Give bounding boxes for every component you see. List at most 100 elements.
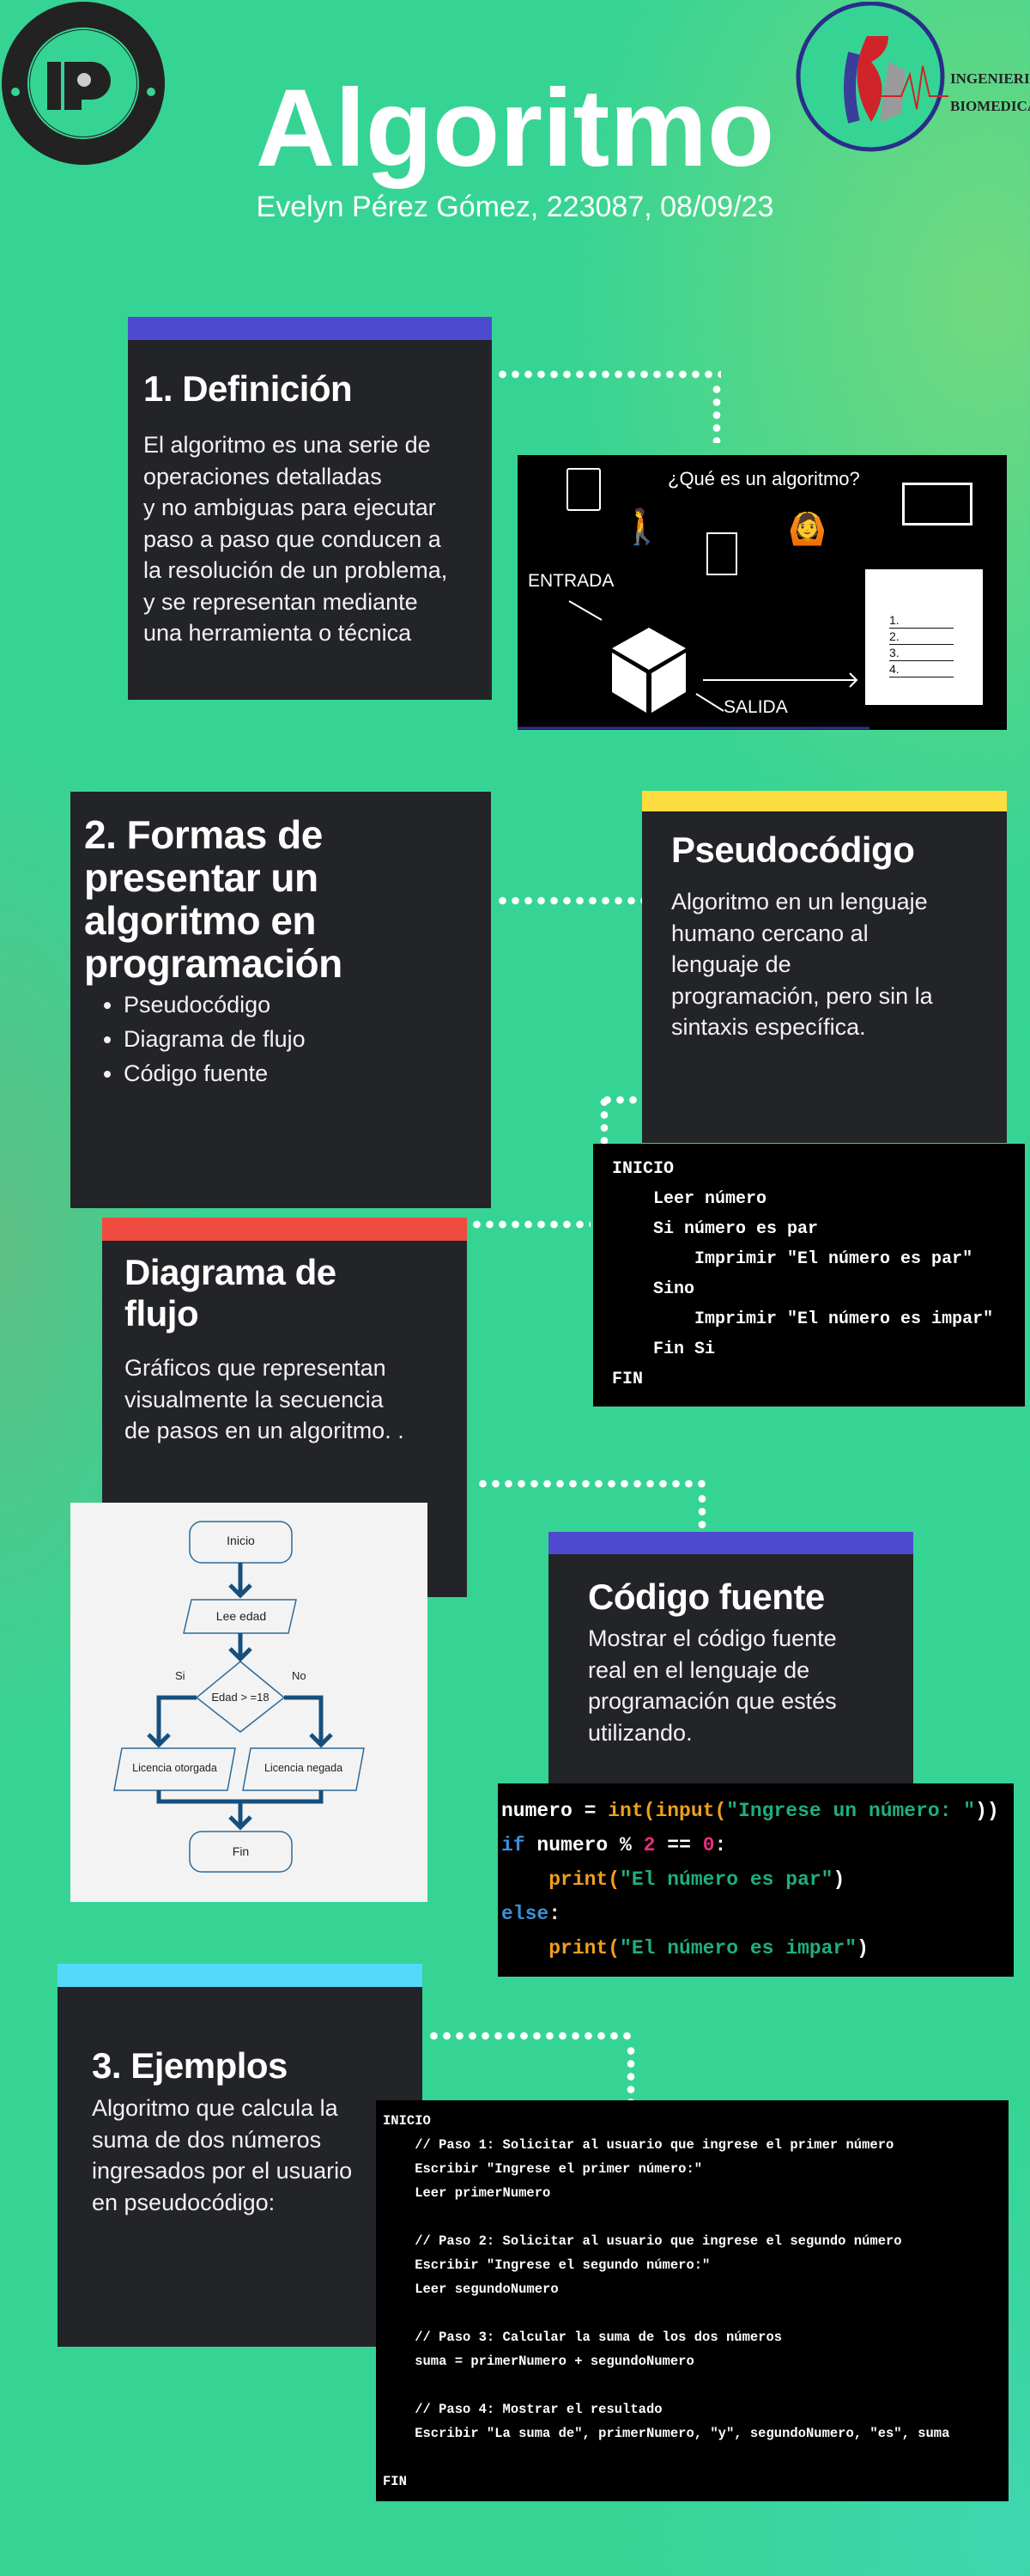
list-item: Código fuente — [124, 1056, 306, 1091]
examples-text: Algoritmo que calcula la suma de dos núm… — [92, 2093, 352, 2218]
forms-title: 2. Formas de presentar un algoritmo en p… — [84, 813, 342, 985]
text-line: y no ambiguas para ejecutar — [143, 495, 436, 520]
list-item: Pseudocódigo — [124, 987, 306, 1022]
sum-pseudocode-example: INICIO // Paso 1: Solicitar al usuario q… — [376, 2100, 1009, 2501]
code-line: INICIO — [383, 2113, 431, 2129]
monitor-icon — [902, 483, 972, 526]
text-line: paso a paso que conducen a — [143, 526, 441, 552]
pseudocode-card: Pseudocódigo Algoritmo en un lenguaje hu… — [642, 791, 1007, 1143]
exercise-icon: 🙆 — [788, 511, 827, 546]
code-line: if numero % 2 == 0: — [501, 1828, 1014, 1862]
source-code-title: Código fuente — [588, 1577, 825, 1617]
connector-dots — [427, 2032, 635, 2040]
code-token: "Ingrese un número: " — [726, 1800, 976, 1822]
card-accent-bar — [642, 791, 1007, 811]
page-subtitle: Evelyn Pérez Gómez, 223087, 08/09/23 — [256, 191, 774, 223]
code-line — [383, 2301, 1009, 2325]
document-icon — [706, 532, 737, 575]
process-cube-icon — [518, 600, 869, 730]
list-item: Diagrama de flujo — [124, 1022, 306, 1056]
text-line: de pasos en un algoritmo. . — [124, 1418, 404, 1443]
code-token: "El número es par" — [620, 1868, 833, 1891]
title-line: flujo — [124, 1293, 199, 1334]
code-token: print( — [501, 1868, 621, 1891]
list-item: 1. — [889, 612, 954, 629]
text-line: Algoritmo en un lenguaje — [671, 889, 928, 914]
flowchart-no-output: Licencia negada — [264, 1762, 343, 1774]
flowchart-decision: Edad > =18 — [211, 1691, 270, 1704]
output-label: SALIDA — [724, 697, 788, 717]
code-token: print( — [501, 1937, 621, 1959]
code-token: numero = — [501, 1800, 609, 1822]
title-line: Diagrama de — [124, 1252, 336, 1292]
illustration-question: ¿Qué es un algoritmo? — [668, 468, 860, 489]
biomedical-engineering-logo: INGENIERIA BIOMEDICA — [794, 2, 1030, 155]
connector-dots — [698, 1492, 706, 1532]
walking-person-icon: 🚶 — [621, 508, 663, 546]
card-accent-bar — [58, 1964, 422, 1987]
code-line: // Paso 2: Solicitar al usuario que ingr… — [383, 2233, 902, 2249]
connector-dots — [627, 2044, 635, 2100]
text-line: humano cercano al — [671, 920, 869, 946]
university-logo: UP — [0, 0, 167, 167]
flowchart-yes-label: Si — [175, 1669, 185, 1682]
definition-card: 1. Definición El algoritmo es una serie … — [128, 317, 492, 700]
text-line: lenguaje de — [671, 951, 791, 977]
code-token: if — [501, 1834, 537, 1856]
text-line: programación, pero sin la — [671, 982, 933, 1009]
title-line: presentar un — [84, 855, 318, 900]
text-line: visualmente la secuencia — [124, 1386, 384, 1413]
text-line: operaciones detalladas — [143, 463, 382, 489]
input-label: ENTRADA — [528, 571, 615, 591]
code-line: Leer número — [612, 1189, 767, 1209]
code-token: ) — [833, 1868, 845, 1891]
code-line — [383, 2205, 1009, 2229]
page-title: Algoritmo — [255, 67, 775, 190]
code-line: Imprimir "El número es impar" — [612, 1309, 994, 1329]
pseudocode-title: Pseudocódigo — [671, 829, 915, 870]
connector-dots — [712, 383, 721, 443]
code-token: 0 — [702, 1834, 715, 1856]
text-line: una herramienta o técnica — [143, 620, 412, 646]
code-token: : — [548, 1903, 561, 1925]
list-item: 3. — [889, 645, 954, 661]
code-line: // Paso 4: Mostrar el resultado — [383, 2402, 663, 2417]
text-line: El algoritmo es una serie de — [143, 432, 431, 458]
text-line: ingresados por el usuario — [92, 2158, 353, 2184]
flowchart-end: Fin — [232, 1844, 250, 1858]
title-line: algoritmo en — [84, 898, 317, 943]
code-line: Fin Si — [612, 1340, 716, 1359]
code-token: == — [655, 1834, 703, 1856]
list-item: 4. — [889, 661, 954, 677]
code-line: Leer primerNumero — [383, 2185, 551, 2201]
code-line: Imprimir "El número es par" — [612, 1249, 973, 1269]
code-line: FIN — [383, 2474, 407, 2489]
code-line: Escribir "Ingrese el segundo número:" — [383, 2257, 711, 2273]
code-line: numero = int(input("Ingrese un número: "… — [501, 1794, 1014, 1828]
forms-list: Pseudocódigo Diagrama de flujo Código fu… — [124, 987, 306, 1091]
code-token: 2 — [643, 1834, 656, 1856]
source-code-text: Mostrar el código fuente real en el leng… — [588, 1623, 837, 1748]
flowchart-title: Diagrama de flujo — [124, 1252, 336, 1334]
code-line: // Paso 1: Solicitar al usuario que ingr… — [383, 2137, 894, 2153]
definition-title: 1. Definición — [143, 368, 353, 409]
text-line: Mostrar el código fuente — [588, 1625, 837, 1651]
code-line: FIN — [612, 1370, 644, 1389]
title-line: programación — [84, 941, 342, 986]
flowchart-text: Gráficos que representan visualmente la … — [124, 1352, 404, 1447]
code-token: "El número es impar" — [620, 1937, 857, 1959]
code-line: INICIO — [612, 1159, 675, 1179]
code-line: Escribir "La suma de", primerNumero, "y"… — [383, 2426, 950, 2441]
source-code-card: Código fuente Mostrar el código fuente r… — [548, 1532, 913, 1789]
text-line: real en el lenguaje de — [588, 1656, 810, 1683]
connector-dots — [476, 1479, 706, 1488]
pseudocode-text: Algoritmo en un lenguaje humano cercano … — [671, 886, 933, 1043]
code-line — [383, 2373, 1009, 2397]
text-line: Algoritmo que calcula la — [92, 2095, 338, 2121]
forms-card: 2. Formas de presentar un algoritmo en p… — [70, 792, 491, 1208]
text-line: suma de dos números — [92, 2126, 322, 2153]
code-line: print("El número es par") — [501, 1862, 1014, 1897]
connector-dots — [496, 896, 642, 905]
text-line: sintaxis específica. — [671, 1014, 866, 1040]
code-token: else — [501, 1903, 549, 1925]
